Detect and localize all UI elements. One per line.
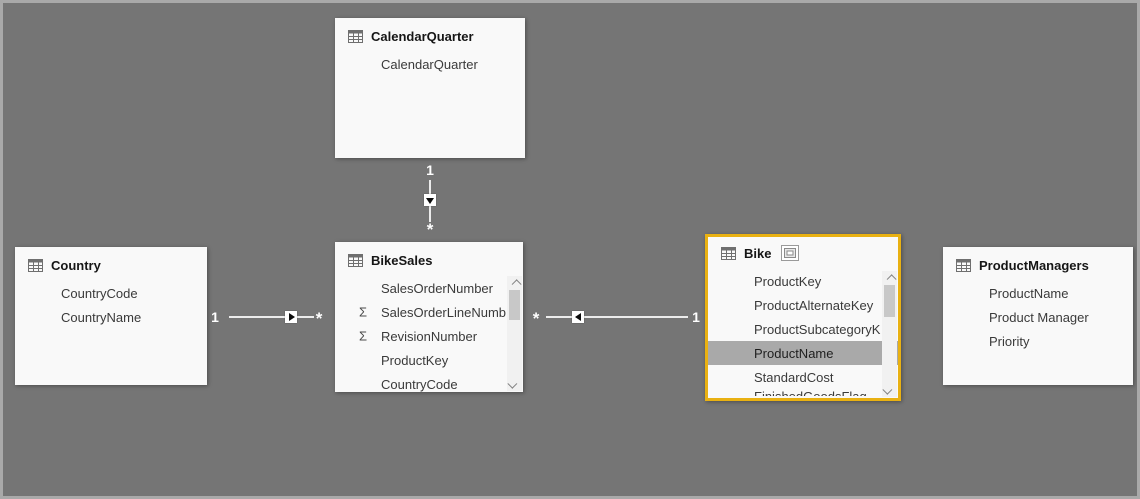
field-label: ProductSubcategoryK <box>754 321 881 337</box>
relationship-direction-arrow[interactable] <box>572 311 584 323</box>
field-row-clipped[interactable]: FinishedGoodsFlag <box>708 389 898 396</box>
relationship-line[interactable] <box>229 316 314 318</box>
table-title: BikeSales <box>371 252 433 268</box>
field-label: SalesOrderLineNumb <box>381 304 507 320</box>
field-row[interactable]: CountryName <box>15 305 207 329</box>
field-label: Priority <box>989 333 1030 349</box>
field-row[interactable]: SalesOrderNumber <box>335 276 507 300</box>
relationship-direction-arrow[interactable] <box>285 311 297 323</box>
field-label: ProductName <box>754 345 834 361</box>
field-row[interactable]: ProductName <box>943 281 1133 305</box>
table-title: Bike <box>744 245 772 261</box>
field-label: RevisionNumber <box>381 328 478 344</box>
table-icon <box>721 246 736 260</box>
table-card-header[interactable]: BikeSales <box>335 242 523 268</box>
field-row[interactable]: Priority <box>943 329 1133 353</box>
collapse-card-icon[interactable] <box>781 245 800 261</box>
table-card-header[interactable]: CalendarQuarter <box>335 18 525 44</box>
table-icon <box>956 258 971 272</box>
field-row[interactable]: ProductKey <box>335 348 507 372</box>
table-card-bikesales[interactable]: BikeSales SalesOrderNumber Σ SalesOrderL… <box>335 242 523 392</box>
arrow-left-icon <box>574 313 581 321</box>
table-card-header[interactable]: ProductManagers <box>943 247 1133 273</box>
field-label: CountryCode <box>61 285 138 301</box>
field-row[interactable]: CalendarQuarter <box>335 52 525 76</box>
cardinality-many-label: * <box>315 309 323 328</box>
cardinality-many-label: * <box>532 309 540 328</box>
field-label: Product Manager <box>989 309 1089 325</box>
table-icon <box>28 258 43 272</box>
field-label: FinishedGoodsFlag <box>754 389 867 396</box>
field-label: SalesOrderNumber <box>381 280 493 296</box>
field-label: ProductAlternateKey <box>754 297 874 313</box>
table-card-header[interactable]: Country <box>15 247 207 273</box>
scroll-up-icon[interactable] <box>507 276 522 290</box>
scroll-up-icon[interactable] <box>882 271 897 285</box>
sum-sigma-icon: Σ <box>359 304 368 320</box>
scroll-down-icon[interactable] <box>507 377 522 391</box>
table-card-productmanagers[interactable]: ProductManagers ProductName Product Mana… <box>943 247 1133 385</box>
cardinality-one-label: 1 <box>426 162 434 178</box>
relationship-line[interactable] <box>546 316 688 318</box>
field-label: CalendarQuarter <box>381 56 478 72</box>
field-label: ProductName <box>989 285 1069 301</box>
field-row[interactable]: Σ SalesOrderLineNumb <box>335 300 507 324</box>
field-row[interactable]: ProductKey <box>708 269 898 293</box>
field-row[interactable]: CountryCode <box>335 372 507 392</box>
cardinality-many-label: * <box>426 220 434 239</box>
scroll-thumb[interactable] <box>509 290 520 320</box>
table-icon <box>348 253 363 267</box>
table-title: Country <box>51 257 101 273</box>
field-label: ProductKey <box>381 352 449 368</box>
field-row[interactable]: StandardCost <box>708 365 898 389</box>
cardinality-one-label: 1 <box>692 309 700 325</box>
table-card-bike[interactable]: Bike ProductKey ProductAlternateKey Prod… <box>705 234 901 401</box>
field-label: ProductKey <box>754 273 822 289</box>
table-card-country[interactable]: Country CountryCode CountryName <box>15 247 207 385</box>
field-row[interactable]: Σ RevisionNumber <box>335 324 507 348</box>
table-icon <box>348 29 363 43</box>
arrow-down-icon <box>426 197 434 204</box>
relationship-direction-arrow[interactable] <box>424 194 436 206</box>
field-row-selected[interactable]: ProductName <box>708 341 898 365</box>
scroll-down-icon[interactable] <box>882 383 897 397</box>
scroll-thumb[interactable] <box>884 285 895 317</box>
table-title: ProductManagers <box>979 257 1089 273</box>
table-title: CalendarQuarter <box>371 28 474 44</box>
field-label: StandardCost <box>754 369 834 385</box>
table-card-calendarquarter[interactable]: CalendarQuarter CalendarQuarter <box>335 18 525 158</box>
sum-sigma-icon: Σ <box>359 328 368 344</box>
cardinality-one-label: 1 <box>211 309 219 325</box>
table-card-header[interactable]: Bike <box>708 237 898 261</box>
field-row[interactable]: ProductSubcategoryK <box>708 317 898 341</box>
scrollbar[interactable] <box>507 276 522 391</box>
scrollbar[interactable] <box>882 271 897 397</box>
field-row[interactable]: Product Manager <box>943 305 1133 329</box>
field-row[interactable]: CountryCode <box>15 281 207 305</box>
field-label: CountryName <box>61 309 142 325</box>
arrow-right-icon <box>288 313 295 321</box>
field-row[interactable]: ProductAlternateKey <box>708 293 898 317</box>
field-label: CountryCode <box>381 376 458 392</box>
